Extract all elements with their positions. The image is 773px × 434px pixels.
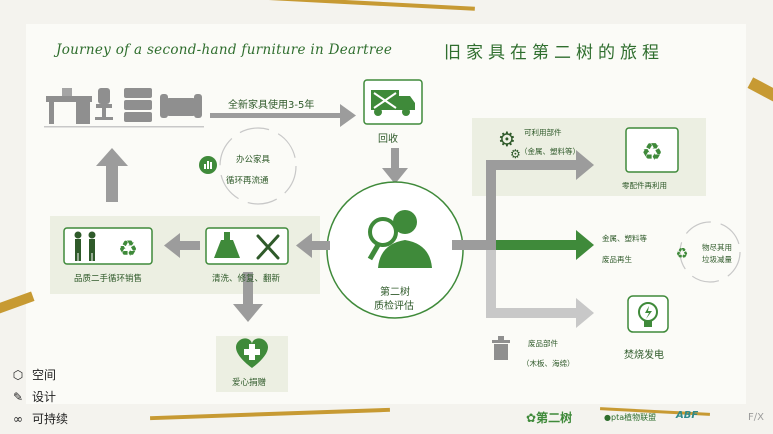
arrow-to-charity bbox=[233, 272, 263, 322]
material-use-label-1: 物尽其用 bbox=[702, 243, 732, 252]
waste-parts-detail-label: （木板、海绵） bbox=[522, 359, 575, 368]
leaf-icon: ● bbox=[604, 413, 611, 422]
parts-reuse-label: 零配件再利用 bbox=[622, 181, 667, 190]
arrow-to-incineration bbox=[486, 250, 594, 328]
tree-icon: ✿ bbox=[526, 411, 537, 425]
inspection-label-1: 第二树 bbox=[380, 287, 410, 298]
quality-resale-label: 品质二手循环销售 bbox=[74, 274, 143, 284]
lightning-icon bbox=[645, 306, 652, 319]
footer-space: ⬡空间 bbox=[10, 366, 56, 383]
recycle-flow-label: 循环再流通 bbox=[226, 176, 269, 186]
office-furniture-label: 办公家具 bbox=[236, 155, 271, 165]
infinity-icon: ∞ bbox=[13, 412, 23, 426]
logo-deartree: ✿第二树 bbox=[526, 411, 573, 425]
sofa-icon bbox=[160, 94, 202, 118]
pencil-icon: ✎ bbox=[12, 390, 24, 404]
inspector-icon bbox=[367, 210, 432, 268]
truck-icon bbox=[371, 90, 415, 116]
material-use-ring bbox=[679, 221, 741, 283]
resale-box bbox=[63, 227, 153, 265]
inspection-label-2: 质检评估 bbox=[374, 301, 414, 312]
clean-repair-box bbox=[205, 227, 289, 265]
gear-small-icon: ⚙ bbox=[510, 147, 521, 161]
charity-label: 爱心捐赠 bbox=[232, 378, 267, 388]
waste-regeneration-label: 废品再生 bbox=[602, 255, 632, 264]
incineration-box bbox=[627, 295, 669, 333]
logo-pta: ●pta植物联盟 bbox=[604, 413, 657, 422]
tools-icon bbox=[256, 234, 280, 260]
clean-repair-label: 清洗、修复、翻新 bbox=[212, 274, 281, 284]
recycle-flow-ring bbox=[219, 127, 297, 205]
desk-icon bbox=[46, 88, 92, 124]
gear-icon: ⚙ bbox=[498, 127, 516, 151]
arrow-to-clean bbox=[296, 233, 330, 258]
title-chinese: 旧家具在第二树的旅程 bbox=[444, 43, 664, 63]
people-icon bbox=[74, 231, 96, 261]
flask-icon bbox=[214, 232, 240, 258]
material-use-label-2: 垃圾减量 bbox=[702, 255, 732, 264]
arrow-up-to-furniture bbox=[96, 148, 128, 202]
cabinet-icon bbox=[124, 88, 152, 122]
footer-sustainable: ∞可持续 bbox=[10, 410, 68, 427]
incineration-power-label: 焚烧发电 bbox=[624, 350, 664, 361]
divider-line bbox=[44, 126, 204, 128]
arrow-to-waste-regeneration bbox=[496, 230, 594, 260]
logo-partial: F∕X bbox=[748, 412, 764, 423]
cube-icon: ⬡ bbox=[12, 368, 24, 382]
usable-parts-detail-label: （金属、塑料等） bbox=[520, 147, 580, 156]
recycle-label: 回收 bbox=[378, 134, 398, 145]
trash-icon bbox=[492, 336, 510, 360]
recycle-icon-small: ♻ bbox=[676, 246, 689, 262]
metal-plastic-label: 金属、塑料等 bbox=[602, 234, 647, 243]
office-chair-icon bbox=[95, 88, 113, 120]
arrow-to-recycle bbox=[210, 104, 356, 127]
logo-abf: ABF bbox=[676, 410, 699, 421]
usable-parts-label: 可利用部件 bbox=[524, 128, 562, 137]
parts-reuse-box bbox=[625, 127, 679, 173]
new-furniture-usage-label: 全新家具使用3-5年 bbox=[228, 100, 315, 111]
waste-parts-label: 废品部件 bbox=[528, 339, 558, 348]
recycle-icon-parts: ♻ bbox=[641, 138, 663, 166]
arrow-to-usable-parts bbox=[452, 150, 594, 250]
recycle-icon-resale: ♻ bbox=[118, 237, 138, 262]
title-english: Journey of a second-hand furniture in De… bbox=[56, 42, 393, 58]
arrow-to-resale bbox=[164, 233, 200, 258]
arrow-to-inspection bbox=[382, 148, 408, 184]
footer-design: ✎设计 bbox=[10, 388, 56, 405]
